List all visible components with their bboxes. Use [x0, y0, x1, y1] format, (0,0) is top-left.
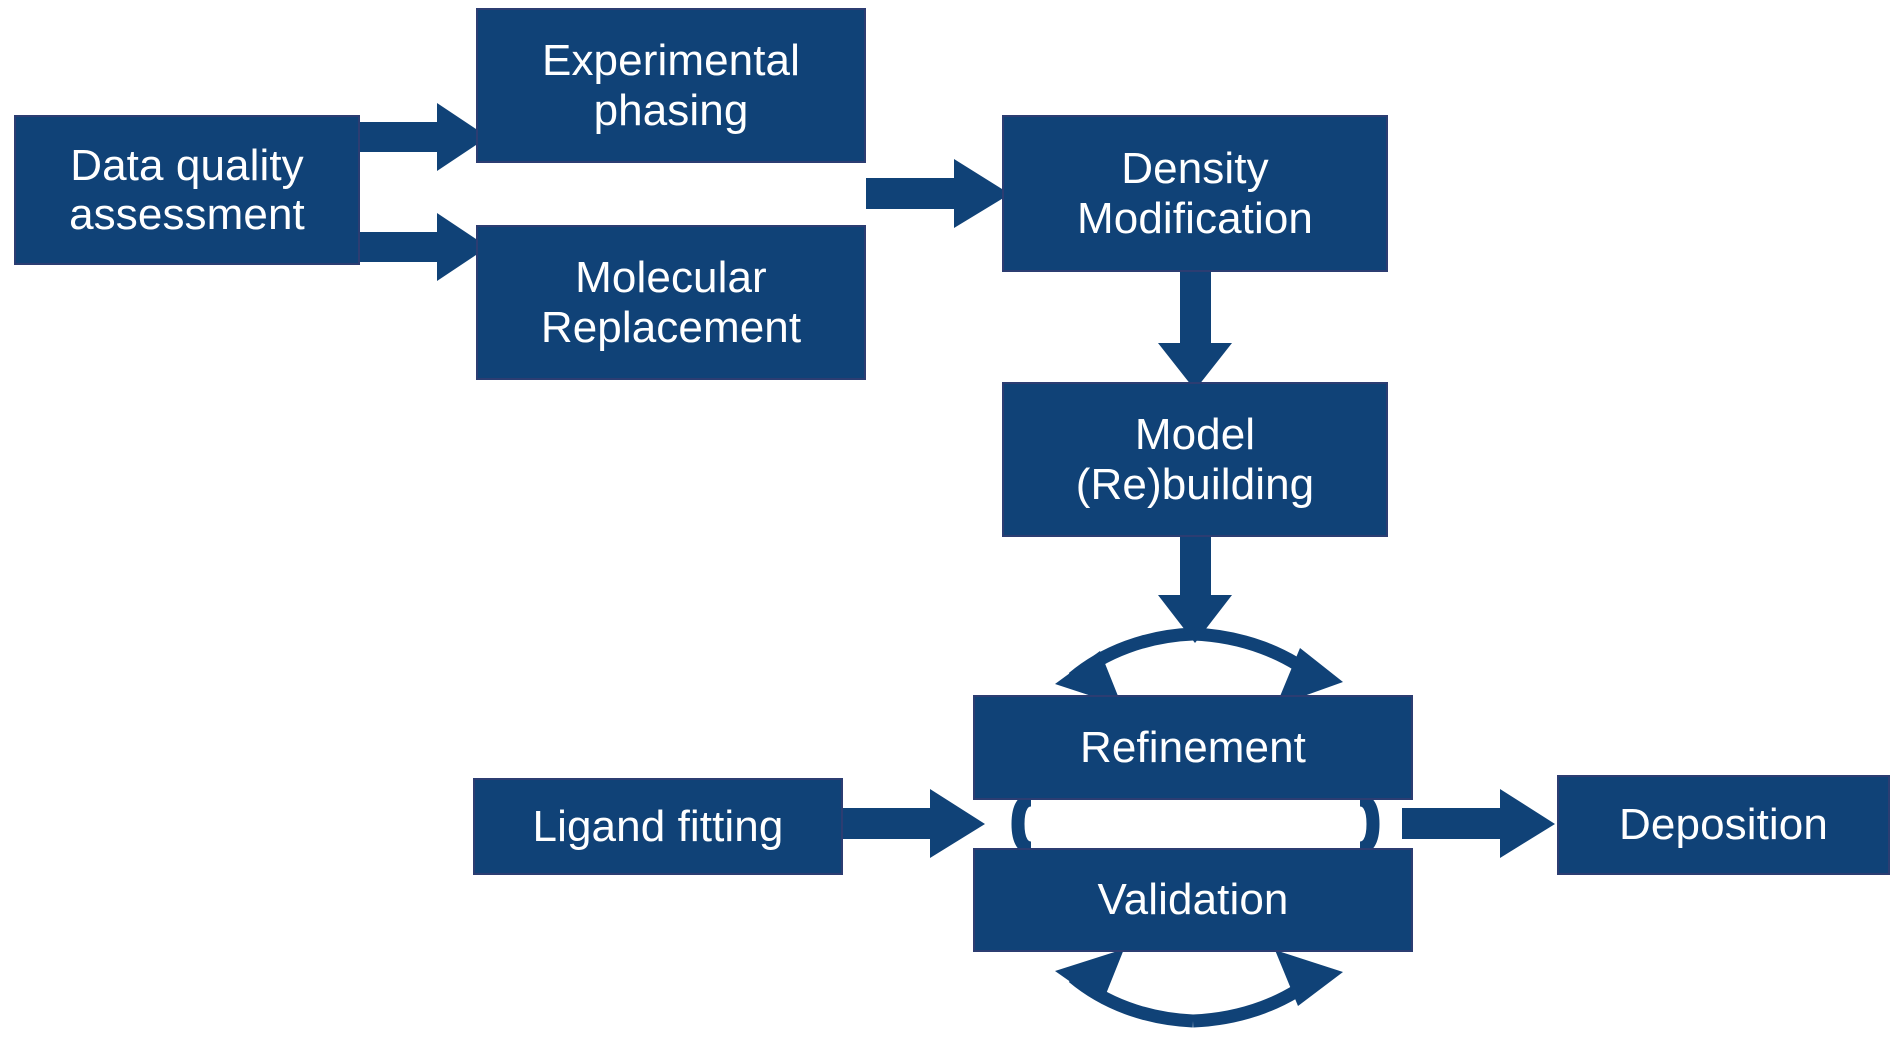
node-molecular-replacement[interactable]: Molecular Replacement	[476, 225, 866, 380]
node-model-rebuilding[interactable]: Model (Re)building	[1002, 382, 1388, 537]
node-data-quality-assessment[interactable]: Data quality assessment	[14, 115, 360, 265]
node-validation[interactable]: Validation	[973, 848, 1413, 952]
node-refinement[interactable]: Refinement	[973, 695, 1413, 800]
node-density-modification[interactable]: Density Modification	[1002, 115, 1388, 272]
node-deposition[interactable]: Deposition	[1557, 775, 1890, 875]
node-ligand-fitting[interactable]: Ligand fitting	[473, 778, 843, 875]
node-experimental-phasing[interactable]: Experimental phasing	[476, 8, 866, 163]
